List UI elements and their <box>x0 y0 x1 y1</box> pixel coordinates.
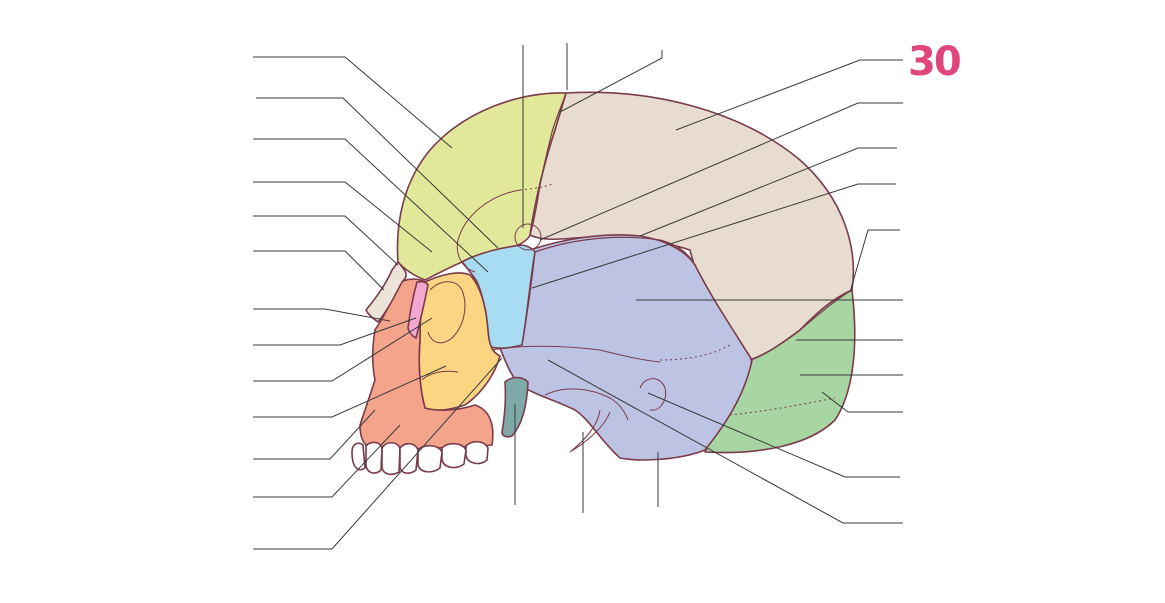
lacrimal-bone <box>407 280 429 339</box>
orbit-rim <box>427 281 466 344</box>
squamosal-dotted <box>659 344 731 361</box>
leader-left-7 <box>253 308 391 322</box>
leader-right-3 <box>639 147 897 237</box>
leader-left-9 <box>253 317 433 382</box>
leader-left-13 <box>253 357 503 550</box>
page-number-badge: 30 <box>908 39 962 85</box>
zygomatic-arch <box>491 345 661 363</box>
nasal-bone <box>365 261 407 323</box>
leader-left-5 <box>253 215 399 266</box>
leader-left-6 <box>253 250 385 291</box>
lambdoid-suture <box>749 289 853 361</box>
pterion-circle <box>514 223 542 251</box>
leader-left-2 <box>256 97 499 249</box>
leader-left-10 <box>253 365 447 418</box>
leader-right-4 <box>531 183 896 289</box>
mastoid-dotted <box>729 397 836 416</box>
sphenosquamosal-suture <box>521 251 536 346</box>
leader-left-8 <box>253 317 417 346</box>
leader-left-3 <box>253 138 489 273</box>
leader-right-11 <box>547 359 903 524</box>
leader-top-3 <box>559 50 663 113</box>
external-acoustic-meatus <box>639 378 667 411</box>
squamous-suture <box>534 236 696 266</box>
maxilla <box>359 278 494 451</box>
temporal-line <box>456 189 521 273</box>
leader-right-1 <box>675 59 903 131</box>
styloid-outline <box>569 409 611 453</box>
infraorbital-line <box>421 370 459 381</box>
leader-left-4 <box>253 181 433 253</box>
leader-right-2 <box>539 102 903 241</box>
temporal-line-dotted <box>519 183 553 191</box>
leader-left-11 <box>253 409 376 460</box>
leader-right-5 <box>849 229 900 293</box>
leader-left-1 <box>253 56 453 149</box>
teeth <box>351 440 489 476</box>
leader-left-12 <box>253 424 401 498</box>
leader-right-9 <box>821 391 903 413</box>
mandibular-fossa <box>544 388 629 421</box>
leader-right-10 <box>647 392 900 478</box>
coronal-suture <box>529 92 567 236</box>
